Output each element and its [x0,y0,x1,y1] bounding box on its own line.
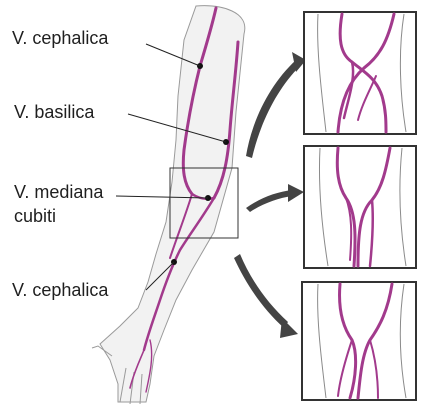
label-v-cephalica-upper: V. cephalica [12,28,108,48]
variant-panel-2 [304,146,416,268]
arrow-to-panel-1 [246,60,300,158]
arrows [234,52,306,338]
variant-panel-3 [302,282,416,400]
label-v-mediana: V. mediana [14,182,103,202]
variant-panel-1 [304,12,416,134]
label-cubiti: cubiti [14,206,56,226]
arrow-to-panel-3 [234,254,288,328]
label-v-basilica: V. basilica [14,102,94,122]
arm-outline [100,6,245,402]
label-v-cephalica-lower: V. cephalica [12,280,108,300]
arm-illustration [92,6,245,404]
arrow-to-panel-2 [246,190,292,212]
